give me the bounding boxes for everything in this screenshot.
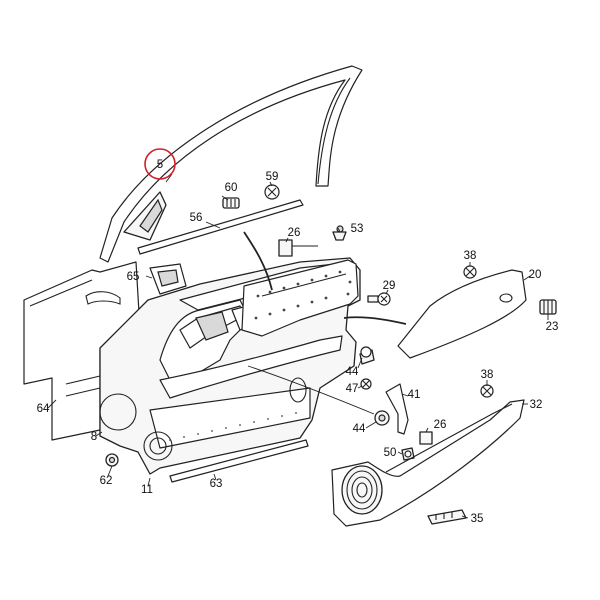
mirror-triangle-cover xyxy=(123,191,167,241)
callout-44-upper: 44 xyxy=(346,366,359,378)
screw-47 xyxy=(360,378,372,390)
callout-44-lower: 44 xyxy=(353,423,366,435)
callout-50: 50 xyxy=(384,447,397,459)
callout-5: 5 xyxy=(157,159,163,171)
armrest-pad-20 xyxy=(397,269,527,359)
callout-64: 64 xyxy=(37,403,50,415)
window-frame-trim xyxy=(99,65,363,263)
screw-38-lower xyxy=(480,384,494,398)
leader-lines xyxy=(47,173,549,519)
callout-65: 65 xyxy=(127,271,140,283)
clip-53 xyxy=(332,225,347,241)
callout-labels: 5 60 59 56 53 26 65 38 20 29 23 44 47 41… xyxy=(37,148,559,525)
callout-41: 41 xyxy=(408,389,421,401)
clip-60 xyxy=(222,197,240,209)
seal-strip-63 xyxy=(169,439,309,483)
lower-trim-32 xyxy=(331,399,525,527)
callout-20: 20 xyxy=(529,269,542,281)
screw-59 xyxy=(264,184,280,200)
callout-62: 62 xyxy=(100,475,113,487)
callout-38-lower: 38 xyxy=(481,369,494,381)
callout-53: 53 xyxy=(351,223,364,235)
callout-59: 59 xyxy=(266,171,279,183)
carrier-plate xyxy=(241,259,359,337)
plug-62 xyxy=(105,453,119,467)
callout-29: 29 xyxy=(383,280,396,292)
callout-60: 60 xyxy=(225,182,238,194)
bracket-41 xyxy=(385,383,409,435)
clip-23 xyxy=(539,299,557,315)
callout-38-upper: 38 xyxy=(464,250,477,262)
screw-38-upper xyxy=(463,265,477,279)
callout-11: 11 xyxy=(141,484,153,496)
fastener-44-lower xyxy=(374,410,390,426)
fastener-44-upper xyxy=(359,346,375,365)
carrier-plate-holes xyxy=(254,270,352,320)
clip-strip-35 xyxy=(427,509,467,525)
clip-26-lower xyxy=(419,431,433,445)
callout-63: 63 xyxy=(210,478,223,490)
screw-29 xyxy=(367,292,391,306)
callout-35: 35 xyxy=(471,513,484,525)
trim-strip-56 xyxy=(137,199,304,255)
callout-26-lower: 26 xyxy=(434,419,447,431)
bracket-26-upper xyxy=(278,239,318,257)
callout-47: 47 xyxy=(346,383,359,395)
callout-56: 56 xyxy=(190,212,203,224)
highlight-circle-5 xyxy=(144,148,176,180)
callout-23: 23 xyxy=(546,321,559,333)
trim-panel-stitching xyxy=(169,412,297,441)
callout-26-upper: 26 xyxy=(288,227,301,239)
callout-8: 8 xyxy=(91,431,97,443)
clip-50 xyxy=(401,447,415,461)
callout-32: 32 xyxy=(530,399,543,411)
handle-bezel-65 xyxy=(149,263,187,295)
